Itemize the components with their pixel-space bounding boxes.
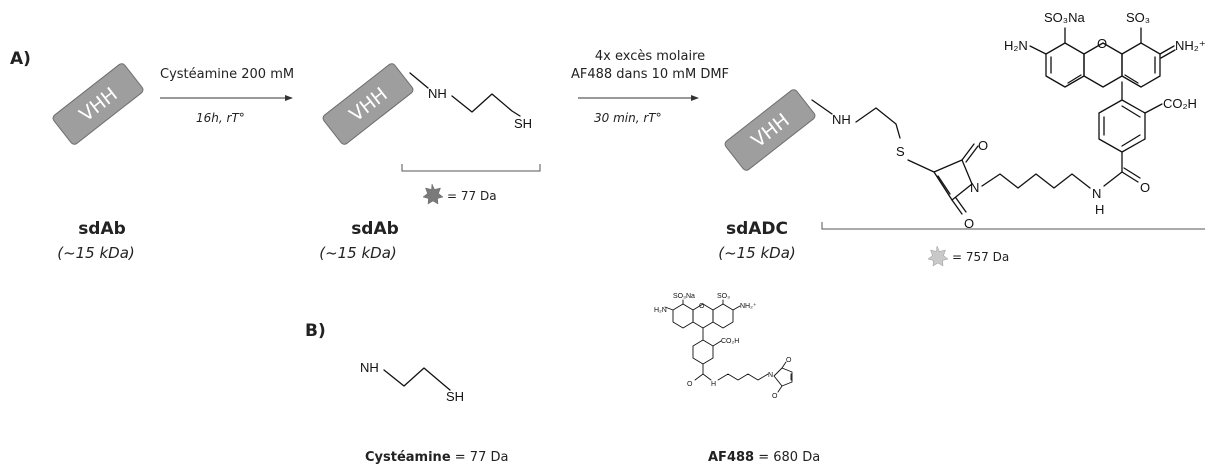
cysteamine-mass-shift: = 77 Da <box>447 189 497 203</box>
n-atom-ring: N <box>970 180 979 195</box>
sh-atom-1: SH <box>514 116 532 131</box>
svg-text:AF488 = 680 Da: AF488 = 680 Da <box>708 450 820 465</box>
nh-atom-1: NH <box>428 86 447 101</box>
mass-bracket-2 <box>821 222 1205 230</box>
species-1-name: sdAb <box>78 219 126 239</box>
phenyl-ring: CO₂H <box>1098 81 1197 153</box>
af488-mass: = 680 Da <box>758 450 820 465</box>
s-atom-adc: S <box>896 144 905 159</box>
star-icon-light <box>927 245 949 267</box>
n-atom-af488: N <box>768 372 773 379</box>
step1-conditions: 16h, rT° <box>196 111 245 125</box>
so3-atom-af488: SO₃ <box>717 293 730 300</box>
o-atom-af488-bottom: O <box>772 393 778 400</box>
succinimide-ring: O O N <box>933 138 988 231</box>
so3na-atom-af488: SO₃Na <box>673 293 695 300</box>
nh2plus-atom: NH₂⁺ <box>1175 38 1205 53</box>
so3na-atom: SO₃Na <box>1044 10 1085 25</box>
cysteamine-name: Cystéamine <box>365 450 451 465</box>
species-2-mass: (~15 kDa) <box>319 244 397 262</box>
o-atom-ring-bottom: O <box>964 216 974 231</box>
h2n-atom-af488: H₂N <box>654 307 667 314</box>
panel-a-label: A) <box>10 49 31 69</box>
species-3-mass: (~15 kDa) <box>718 244 796 262</box>
h-atom-af488: H <box>711 381 716 388</box>
mass-bracket-1 <box>401 164 541 172</box>
species-2-name: sdAb <box>351 219 399 239</box>
adc-mass-shift: = 757 Da <box>952 250 1009 264</box>
h-atom-amide: H <box>1095 202 1104 217</box>
cysteamine-chain-1: NH SH <box>409 72 532 131</box>
so3-atom: SO₃ <box>1126 10 1150 25</box>
pentyl-chain <box>981 173 1091 189</box>
co2h-atom: CO₂H <box>1163 96 1197 111</box>
step2-reagent-line1: 4x excès molaire <box>595 49 705 64</box>
af488-name: AF488 <box>708 450 754 465</box>
af488-structure: O H₂N SO₃Na SO₃ NH₂⁺ CO₂H O H N O O <box>654 293 793 400</box>
species-3-name: sdADC <box>726 219 788 239</box>
cysteamine-caption: Cystéamine = 77 Da <box>365 450 508 465</box>
sh-atom-b: SH <box>446 389 464 404</box>
panel-b-label: B) <box>305 321 326 341</box>
nh-atom-b: NH <box>360 360 379 375</box>
h2n-atom: H₂N <box>1004 38 1028 53</box>
o-atom-ring-top: O <box>978 138 988 153</box>
svg-text:Cystéamine = 77 Da: Cystéamine = 77 Da <box>365 450 508 465</box>
step2-reagent-line2: AF488 dans 10 mM DMF <box>571 67 729 82</box>
o-atom-amide: O <box>1140 180 1150 195</box>
xanthene-core: O H₂N SO₃Na SO₃ NH₂⁺ <box>1004 10 1205 88</box>
o-atom-af488: O <box>699 303 705 310</box>
cysteamine-structure: NH SH <box>360 360 464 404</box>
o-atom-xanthene: O <box>1097 36 1107 51</box>
step2-conditions: 30 min, rT° <box>594 111 662 125</box>
cysteamine-mass: = 77 Da <box>455 450 509 465</box>
nh2plus-atom-af488: NH₂⁺ <box>740 303 757 310</box>
co2h-atom-af488: CO₂H <box>721 338 739 345</box>
vhh-block-3: VHH <box>724 89 816 171</box>
adc-linker: NH S <box>811 99 935 173</box>
step1-reagent: Cystéamine 200 mM <box>160 67 294 82</box>
vhh-block-1: VHH <box>52 63 144 145</box>
species-1-mass: (~15 kDa) <box>57 244 135 262</box>
n-atom-amide: N <box>1092 186 1101 201</box>
o-atom-af488-top: O <box>786 357 792 364</box>
nh-atom-adc: NH <box>832 112 851 127</box>
af488-caption: AF488 = 680 Da <box>708 450 820 465</box>
o-atom-af488-amide: O <box>687 381 693 388</box>
vhh-block-2: VHH <box>322 63 414 145</box>
star-icon-dark <box>422 183 444 205</box>
